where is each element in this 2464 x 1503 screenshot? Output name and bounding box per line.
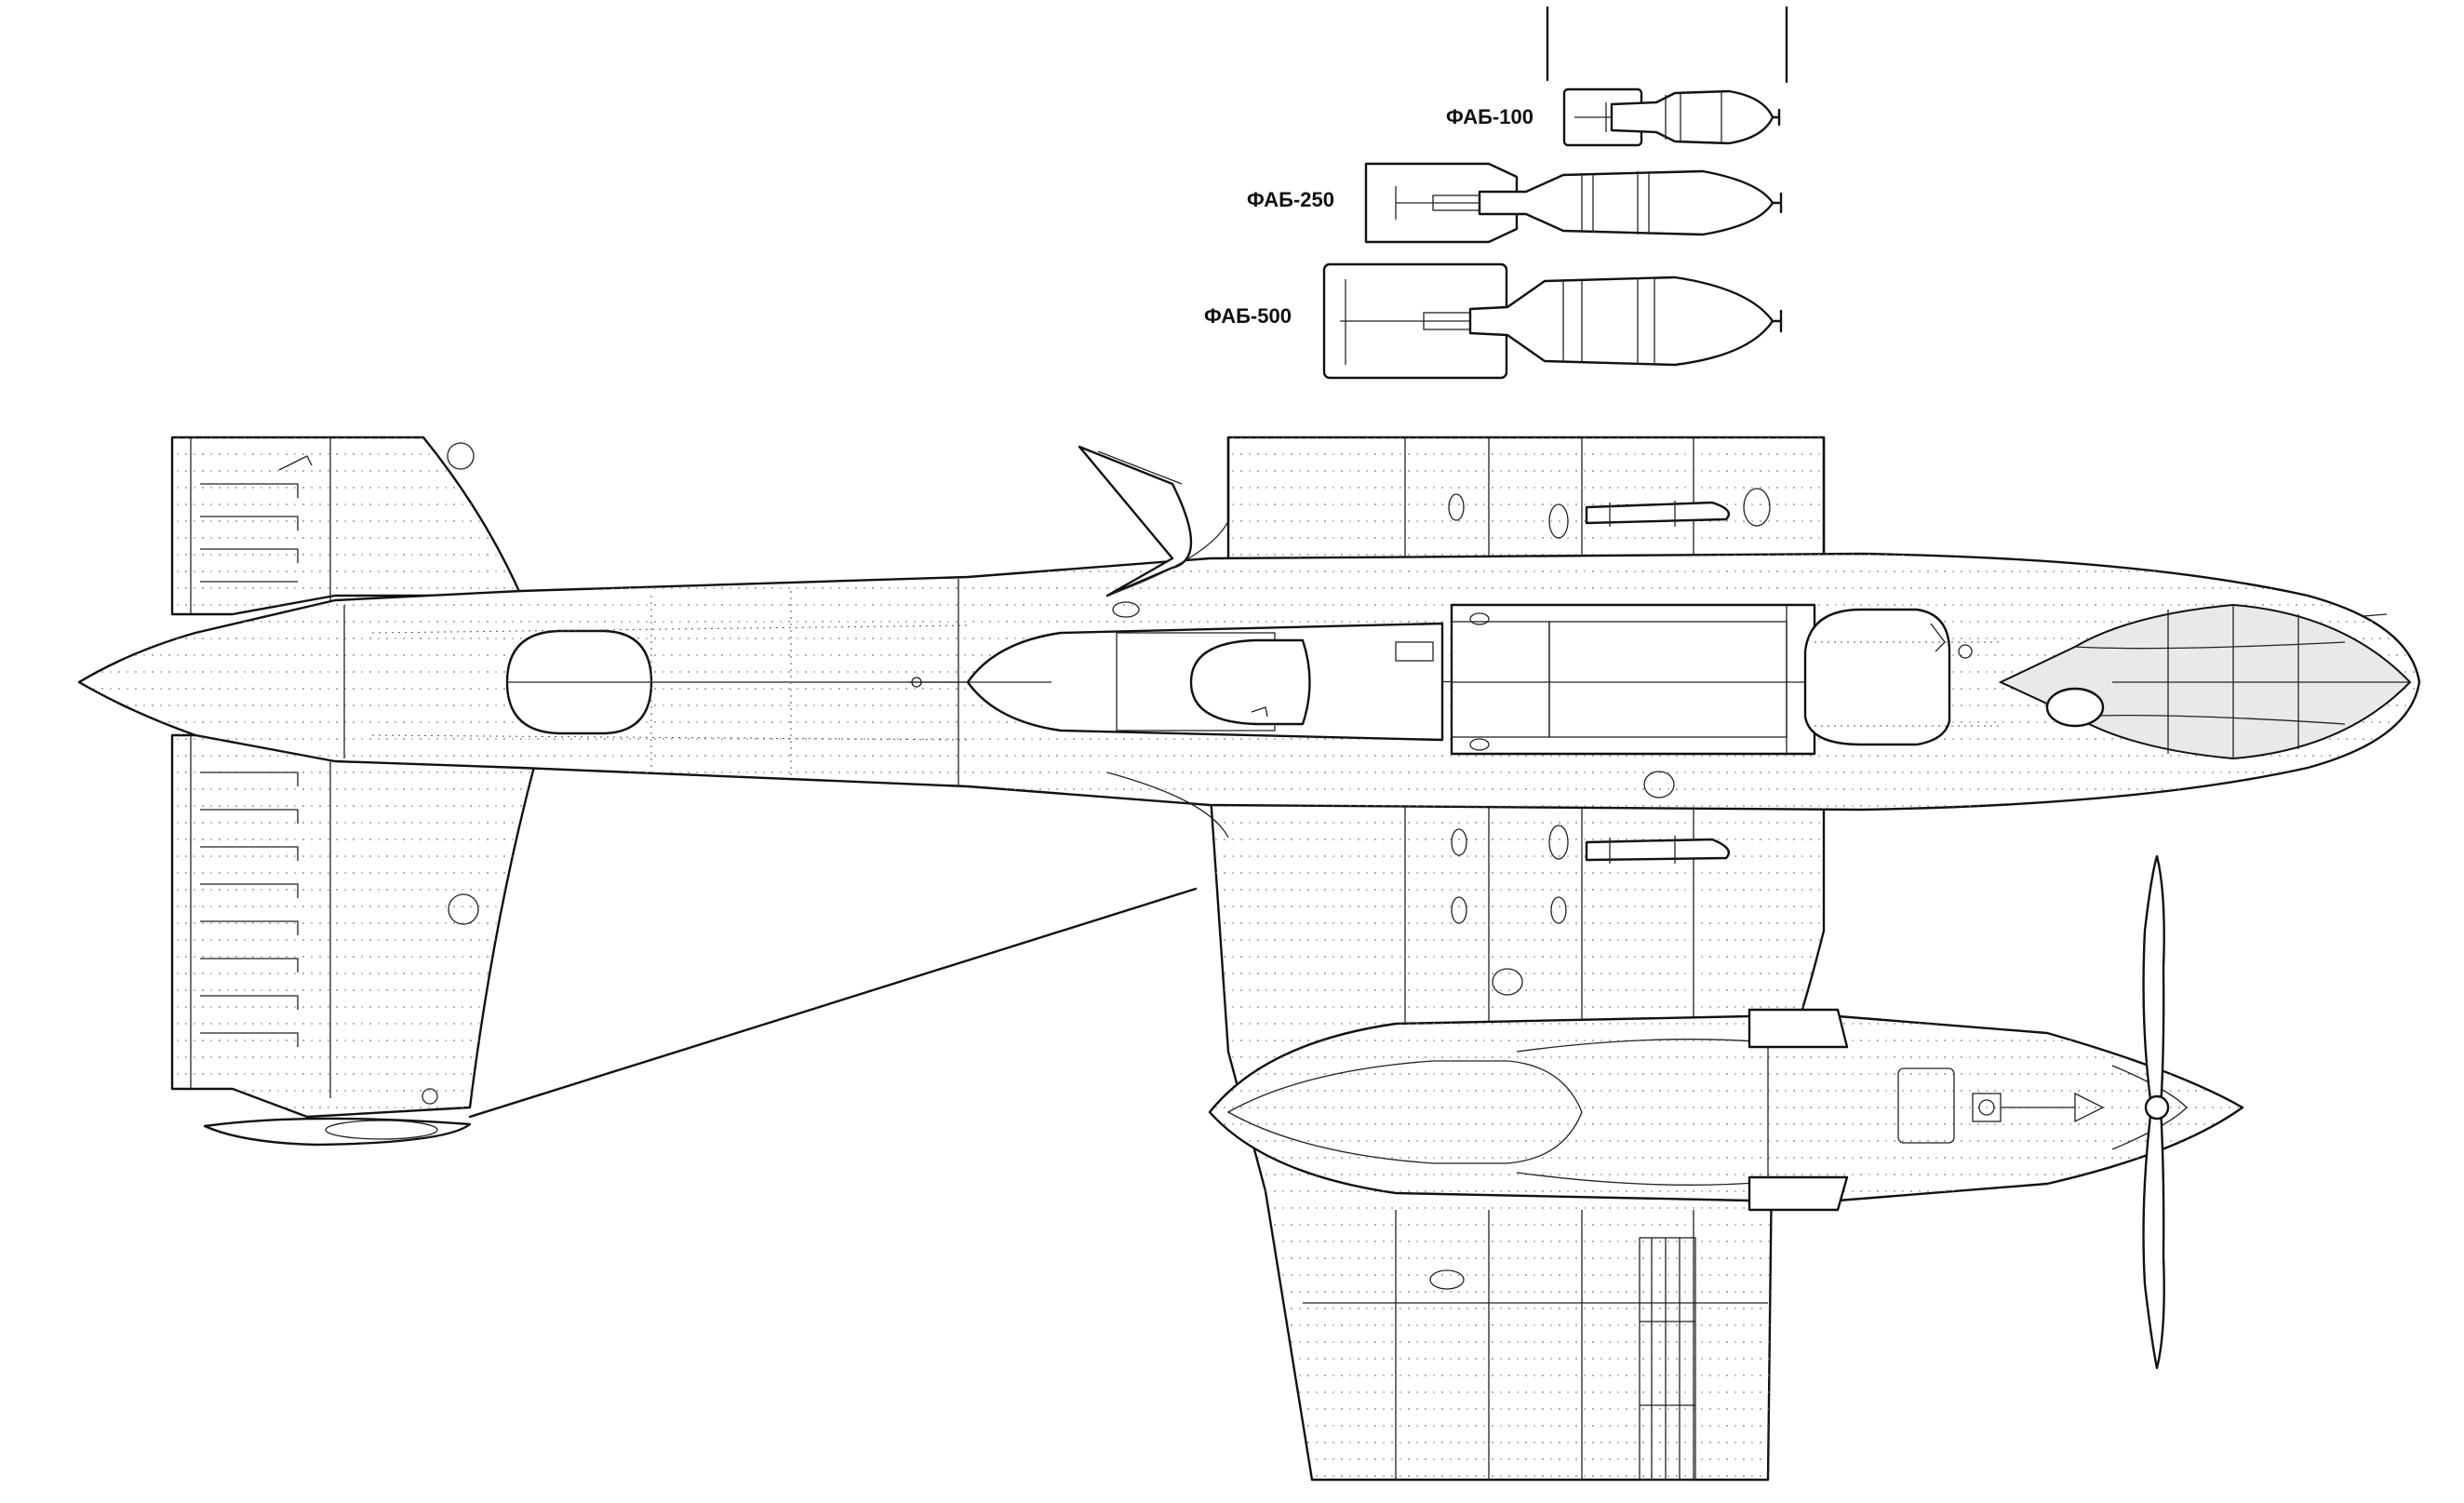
antenna-wire (468, 887, 1198, 1119)
bomb-fab-100 (1562, 87, 1781, 147)
tailplane-upper (170, 436, 523, 616)
bomb-scale-marks (1546, 6, 1788, 84)
wing-access-hatches (1429, 488, 1771, 1290)
label-fab-250: ФАБ-250 (1247, 188, 1334, 211)
tail-hatch (505, 629, 653, 735)
rear-hatch (1189, 638, 1311, 726)
wing-root-fillets (1078, 445, 1229, 839)
bomb-bay (1450, 603, 1816, 756)
bomb-fab-250 (1364, 162, 1783, 244)
fuselage-small-fittings (1112, 601, 1675, 996)
label-fab-500: ФАБ-500 (1204, 304, 1292, 328)
bomb-fab-500 (1322, 262, 1783, 380)
wing-upper (1226, 436, 1826, 560)
wing-bomb-upper (1585, 501, 1731, 527)
fuselage-rivet-lines (371, 591, 2001, 777)
label-fab-100: ФАБ-100 (1446, 105, 1533, 128)
landing-gear-strut (1639, 1237, 1696, 1481)
navigator-hatch (1803, 608, 1973, 746)
nose-glazing (1998, 603, 2412, 760)
propeller (2142, 854, 2170, 1370)
engine-nacelle (1208, 1008, 2244, 1212)
wing-bomb-lower (1585, 836, 1731, 864)
tail-bumper (203, 1117, 472, 1147)
tailplane-lower (170, 733, 537, 1119)
